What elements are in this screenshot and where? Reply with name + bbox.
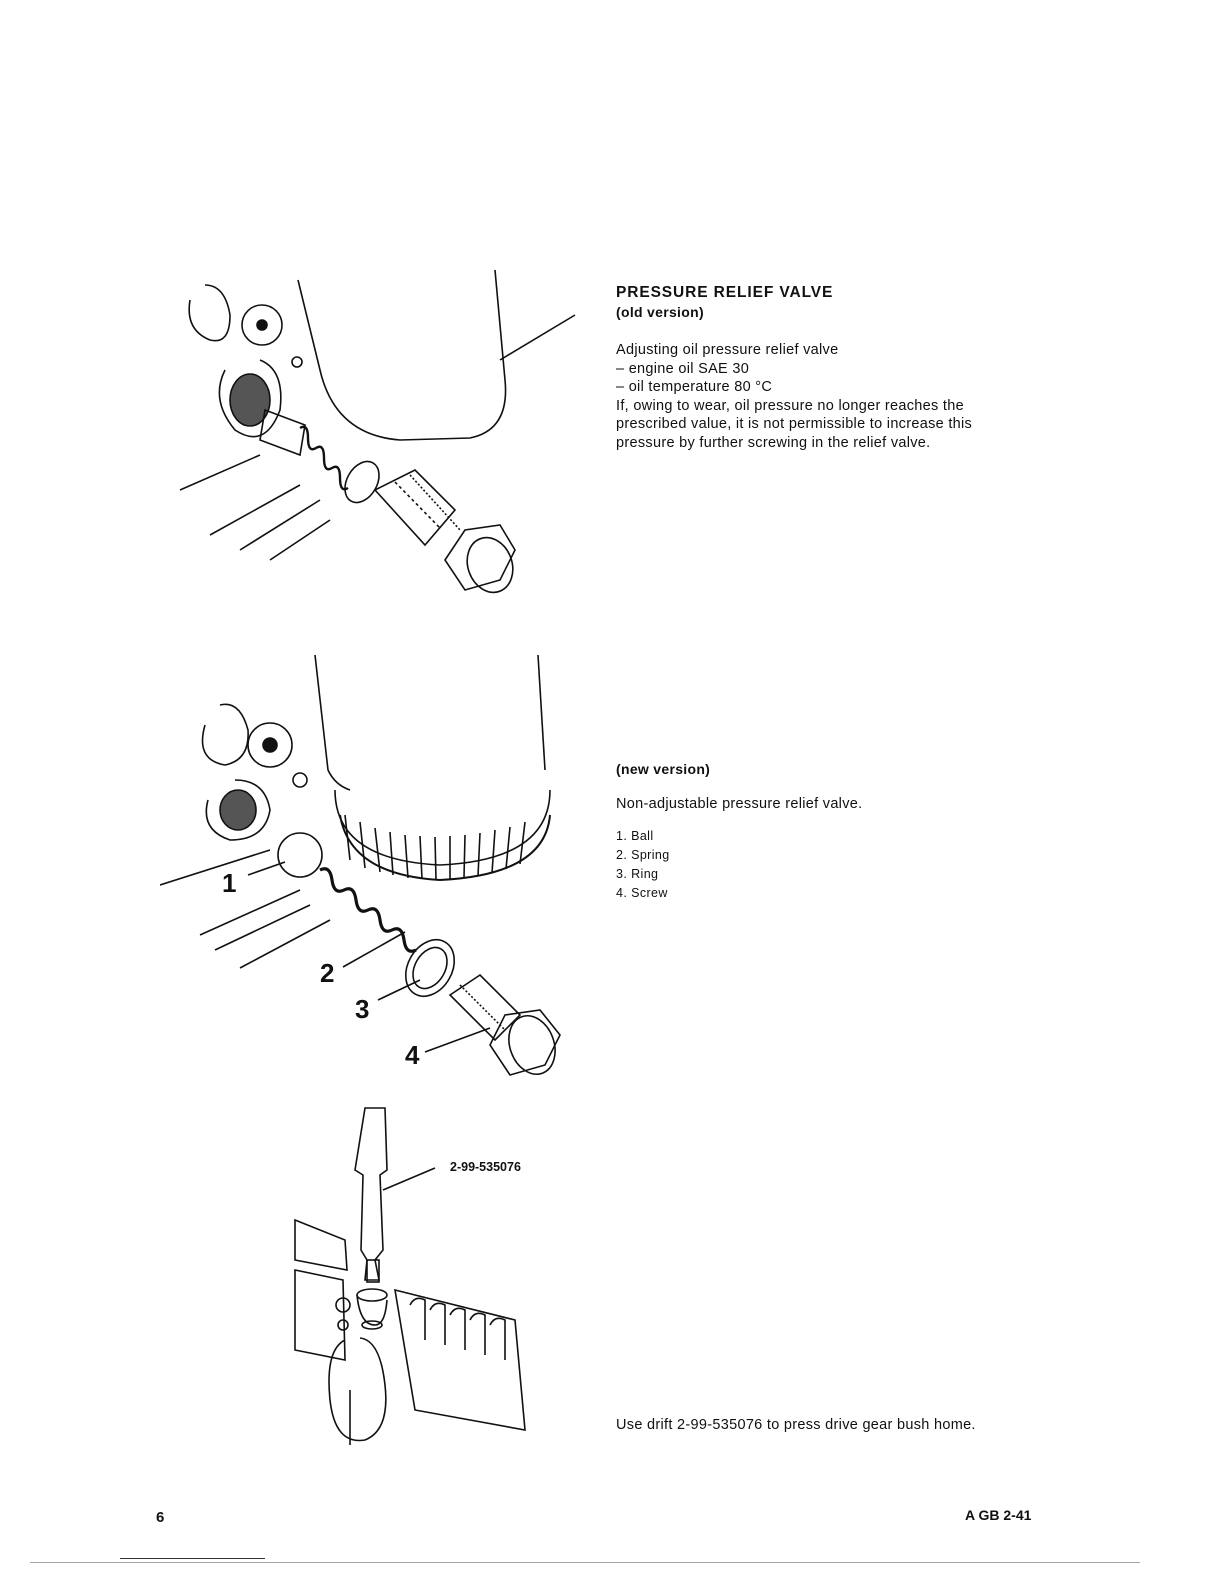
- callout-2: 2: [320, 958, 335, 988]
- new-version-description: Non-adjustable pressure relief valve.: [616, 795, 863, 812]
- drift-instruction: Use drift 2-99-535076 to press drive gea…: [616, 1417, 976, 1433]
- callout-4: 4: [405, 1040, 420, 1070]
- old-version-subtitle: (old version): [616, 303, 704, 320]
- old-version-line: – oil temperature 80 °C: [616, 379, 773, 395]
- scan-edge-line: [30, 1562, 1140, 1563]
- old-version-text-block: PRESSURE RELIEF VALVE (old version) Adju…: [616, 284, 1056, 452]
- drift-illustration: [285, 1100, 545, 1450]
- new-version-text-block: (new version) Non-adjustable pressure re…: [616, 760, 1056, 903]
- new-valve-illustration: [160, 650, 580, 1090]
- doc-code: A GB 2-41: [965, 1507, 1032, 1523]
- parts-list-item: 1. Ball: [616, 829, 654, 843]
- drift-tool-label: 2-99-535076: [450, 1160, 521, 1174]
- section-title: PRESSURE RELIEF VALVE: [616, 284, 834, 301]
- callout-1: 1: [222, 868, 237, 898]
- old-version-line: – engine oil SAE 30: [616, 360, 750, 377]
- parts-list-item: 4. Screw: [616, 886, 668, 900]
- old-version-line: pressure by further screwing in the reli…: [616, 434, 931, 451]
- parts-list-item: 3. Ring: [616, 867, 659, 881]
- page-number: 6: [156, 1509, 165, 1526]
- parts-list: 1. Ball 2. Spring 3. Ring 4. Screw: [616, 827, 1056, 903]
- callout-3: 3: [355, 994, 370, 1024]
- scan-edge-line: [120, 1558, 265, 1559]
- old-valve-illustration: [170, 260, 590, 630]
- parts-list-item: 2. Spring: [616, 848, 670, 862]
- new-version-subtitle: (new version): [616, 761, 711, 777]
- old-version-line: Adjusting oil pressure relief valve: [616, 342, 839, 358]
- old-version-line: prescribed value, it is not permissible …: [616, 416, 973, 432]
- old-version-line: If, owing to wear, oil pressure no longe…: [616, 397, 964, 414]
